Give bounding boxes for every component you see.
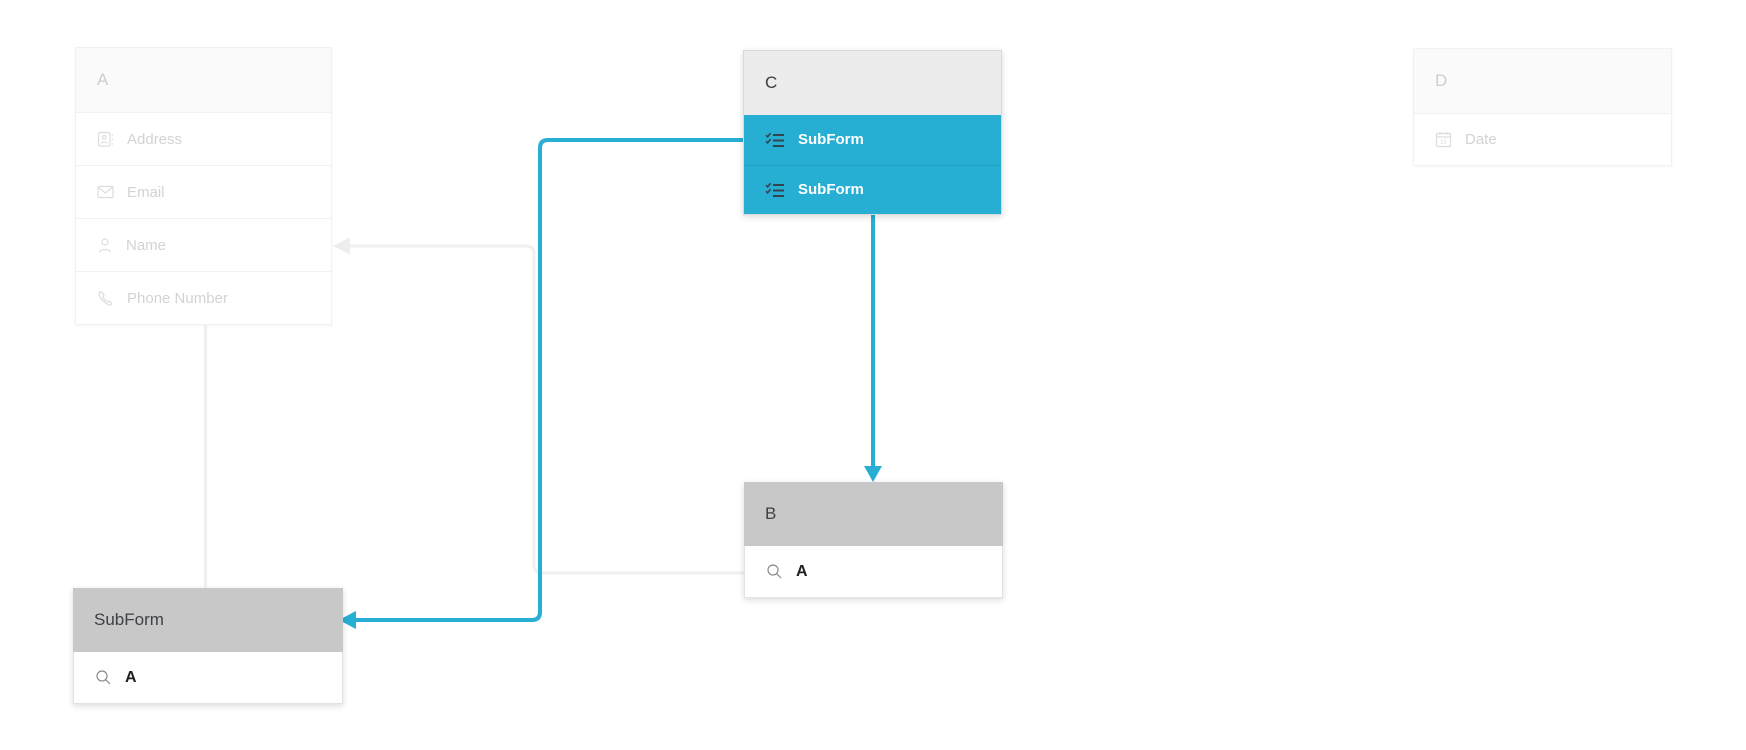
form-c-header: C <box>744 51 1001 115</box>
field-label-subform-lookup-a: A <box>125 668 137 686</box>
address-icon <box>97 131 114 148</box>
phone-icon <box>97 290 114 307</box>
form-b-title: B <box>765 504 777 523</box>
form-node-b[interactable]: B A <box>744 482 1003 598</box>
calendar-day-label: 15 <box>1440 140 1447 146</box>
field-label-subform-1: SubForm <box>798 131 864 149</box>
field-row-email[interactable]: Email <box>76 165 331 218</box>
form-b-header: B <box>744 482 1003 546</box>
field-label-date: Date <box>1465 131 1497 148</box>
connector-c-to-subform <box>348 138 743 622</box>
field-row-name[interactable]: Name <box>76 218 331 271</box>
subform-icon <box>765 132 785 148</box>
form-node-d[interactable]: D 15 Date <box>1413 48 1672 166</box>
field-label-name: Name <box>126 236 167 254</box>
field-label-email: Email <box>127 183 165 201</box>
form-a-header: A <box>76 48 331 112</box>
form-node-a[interactable]: A Address Email Name <box>75 47 332 325</box>
date-icon: 15 <box>1435 131 1452 148</box>
name-icon <box>97 237 113 254</box>
form-c-title: C <box>765 73 778 92</box>
arrowhead-b-to-a-name <box>333 237 350 255</box>
connector-b-to-a-name <box>340 244 744 575</box>
search-icon <box>95 669 112 686</box>
subform-icon <box>765 182 785 198</box>
field-label-phone-number: Phone Number <box>127 289 228 307</box>
form-d-header: D <box>1414 49 1671 113</box>
arrowhead-c-to-b <box>864 466 882 482</box>
search-icon <box>766 563 783 580</box>
field-label-address: Address <box>127 130 183 148</box>
field-label-b-lookup-a: A <box>796 562 808 580</box>
field-row-subform-lookup-a[interactable]: A <box>73 652 343 704</box>
form-a-title: A <box>97 70 109 89</box>
form-node-c[interactable]: C SubForm SubForm <box>743 50 1002 215</box>
field-row-phone-number[interactable]: Phone Number <box>76 271 331 324</box>
form-d-title: D <box>1435 71 1448 90</box>
field-row-b-lookup-a[interactable]: A <box>744 546 1003 598</box>
form-subform-title: SubForm <box>94 610 164 629</box>
field-row-date[interactable]: 15 Date <box>1414 113 1671 165</box>
form-node-subform[interactable]: SubForm A <box>73 588 343 704</box>
field-row-subform-1[interactable]: SubForm <box>744 115 1001 165</box>
field-row-address[interactable]: Address <box>76 112 331 165</box>
form-subform-header: SubForm <box>73 588 343 652</box>
field-row-subform-2[interactable]: SubForm <box>744 164 1001 214</box>
email-icon <box>97 185 114 199</box>
field-label-subform-2: SubForm <box>798 181 864 199</box>
